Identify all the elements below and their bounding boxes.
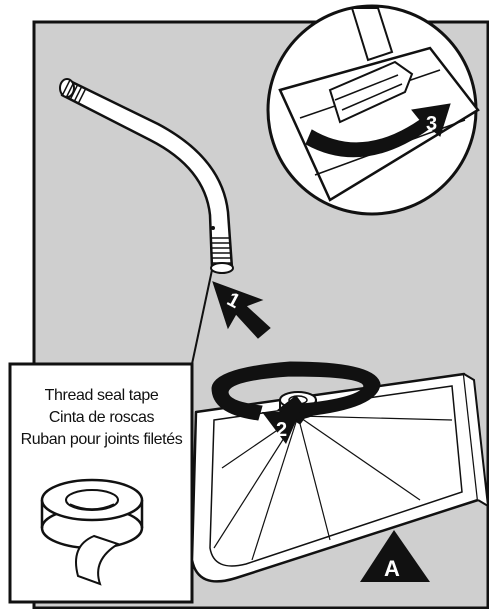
step-3-number: 3 (426, 113, 437, 135)
wrench-detail-circle: 3 (268, 6, 478, 214)
tape-label-spanish: Cinta de roscas (14, 408, 189, 428)
tape-label-french: Ruban pour joints filetés (14, 430, 189, 450)
tape-label-english: Thread seal tape (14, 386, 189, 406)
part-a-letter: A (384, 556, 400, 581)
step-2-number: 2 (276, 419, 287, 441)
